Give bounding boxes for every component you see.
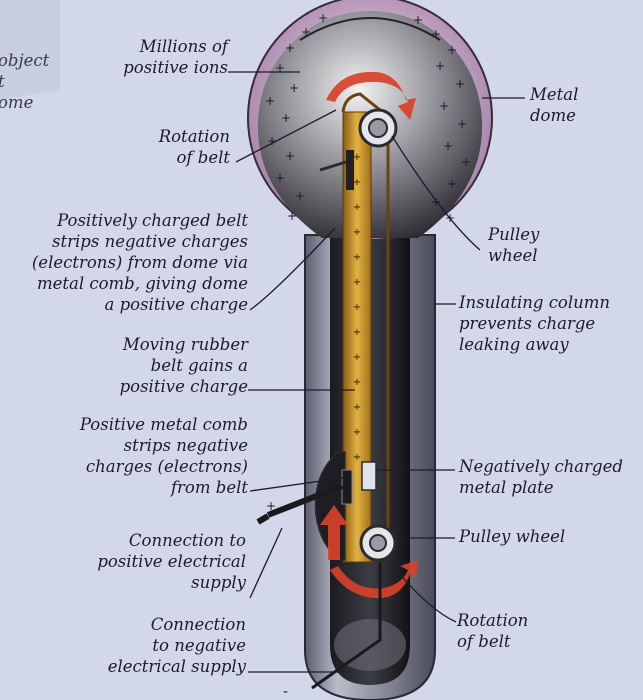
svg-text:+: + xyxy=(281,111,291,125)
svg-text:+: + xyxy=(353,427,361,438)
top-pulley-wheel xyxy=(360,110,396,146)
positive-supply-wire xyxy=(258,516,268,522)
svg-text:+: + xyxy=(285,41,295,55)
svg-text:+: + xyxy=(287,209,297,223)
svg-text:+: + xyxy=(318,11,328,25)
rotation-bottom-label: Rotation of belt xyxy=(457,610,528,652)
svg-text:+: + xyxy=(353,377,361,388)
insulating-column-label: Insulating column prevents charge leakin… xyxy=(459,292,610,355)
moving-belt-label: Moving rubber belt gains a positive char… xyxy=(120,334,248,397)
svg-text:+: + xyxy=(353,302,361,313)
plus-sign-supply: + xyxy=(266,499,276,513)
svg-text:+: + xyxy=(295,189,305,203)
svg-text:+: + xyxy=(431,27,441,41)
connection-negative-label: Connection to negative electrical supply xyxy=(108,614,246,677)
connection-positive-label: Connection to positive electrical supply xyxy=(97,530,246,593)
svg-text:+: + xyxy=(353,177,361,188)
svg-text:+: + xyxy=(353,452,361,463)
metal-dome-label: Metal dome xyxy=(530,84,578,126)
negative-metal-plate xyxy=(362,462,376,490)
svg-text:+: + xyxy=(457,117,467,131)
minus-sign-supply: - xyxy=(283,684,288,700)
svg-text:+: + xyxy=(439,99,449,113)
svg-text:+: + xyxy=(353,277,361,288)
svg-text:+: + xyxy=(443,139,453,153)
pulley-top-label: Pulley wheel xyxy=(488,224,539,266)
negative-plate-label: Negatively charged metal plate xyxy=(459,456,623,498)
svg-text:+: + xyxy=(353,202,361,213)
svg-text:+: + xyxy=(353,327,361,338)
svg-text:+: + xyxy=(461,155,471,169)
svg-text:+: + xyxy=(301,25,311,39)
svg-text:+: + xyxy=(435,59,445,73)
svg-text:+: + xyxy=(285,149,295,163)
svg-text:+: + xyxy=(413,13,423,27)
rotation-top-label: Rotation of belt xyxy=(159,126,230,168)
bottom-pulley-wheel xyxy=(361,526,395,560)
svg-text:+: + xyxy=(275,61,285,75)
millions-ions-label: Millions of positive ions xyxy=(123,36,228,78)
svg-text:+: + xyxy=(275,171,285,185)
positive-comb-label: Positive metal comb strips negative char… xyxy=(80,414,248,498)
svg-text:+: + xyxy=(353,227,361,238)
pulley-bottom-label: Pulley wheel xyxy=(459,526,565,547)
svg-text:+: + xyxy=(455,77,465,91)
partial-object-label: object t ome xyxy=(0,50,49,113)
svg-text:+: + xyxy=(353,252,361,263)
svg-text:+: + xyxy=(447,43,457,57)
svg-text:+: + xyxy=(265,94,275,108)
svg-text:+: + xyxy=(431,195,441,209)
svg-text:+: + xyxy=(289,81,299,95)
svg-text:+: + xyxy=(353,352,361,363)
svg-text:+: + xyxy=(447,177,457,191)
positively-charged-belt-label: Positively charged belt strips negative … xyxy=(32,210,248,315)
svg-text:+: + xyxy=(353,402,361,413)
svg-text:+: + xyxy=(353,152,361,163)
